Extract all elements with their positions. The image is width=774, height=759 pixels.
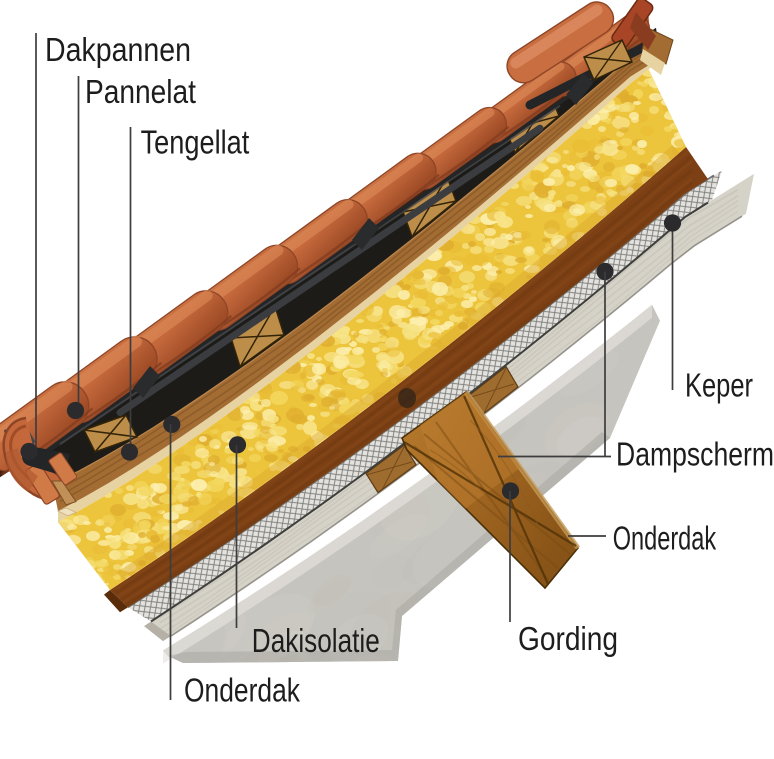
svg-text:Tengellat: Tengellat	[141, 124, 250, 161]
svg-text:Dampscherm: Dampscherm	[616, 436, 774, 473]
svg-text:Keper: Keper	[685, 367, 753, 404]
svg-text:Dakisolatie: Dakisolatie	[252, 622, 380, 659]
svg-text:Dakpannen: Dakpannen	[45, 31, 191, 68]
svg-text:Pannelat: Pannelat	[85, 73, 196, 110]
svg-text:Onderdak: Onderdak	[613, 520, 717, 557]
svg-text:Gording: Gording	[518, 620, 618, 657]
svg-text:Onderdak: Onderdak	[184, 672, 300, 709]
